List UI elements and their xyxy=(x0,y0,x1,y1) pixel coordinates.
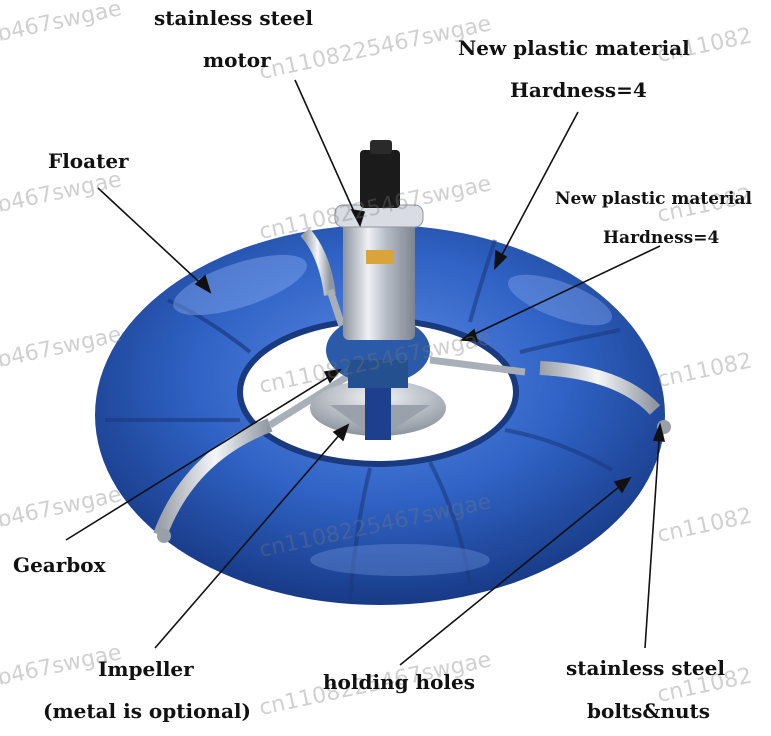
label-impeller-line1: Impeller xyxy=(98,657,194,681)
label-gearbox: Gearbox xyxy=(13,553,106,577)
pointer-lines xyxy=(65,79,666,666)
impeller xyxy=(310,380,446,440)
label-stainless-steel-bolts-line1: stainless steel xyxy=(566,656,725,680)
label-stainless-steel-bolts-line2: bolts&nuts xyxy=(587,699,711,723)
label-new-plastic-top-line2: Hardness=4 xyxy=(510,78,647,102)
label-new-plastic-right-line2: Hardness=4 xyxy=(603,228,720,248)
label-floater: Floater xyxy=(48,149,129,173)
label-new-plastic-top-line1: New plastic material xyxy=(458,36,690,60)
motor xyxy=(334,140,424,340)
label-impeller-line2: (metal is optional) xyxy=(43,699,251,723)
label-new-plastic-right-line1: New plastic material xyxy=(555,189,752,209)
label-stainless-steel-motor-line1: stainless steel xyxy=(154,6,313,30)
label-stainless-steel-motor-line2: motor xyxy=(203,48,271,72)
label-holding-holes: holding holes xyxy=(323,670,476,694)
steel-bands xyxy=(153,228,671,543)
